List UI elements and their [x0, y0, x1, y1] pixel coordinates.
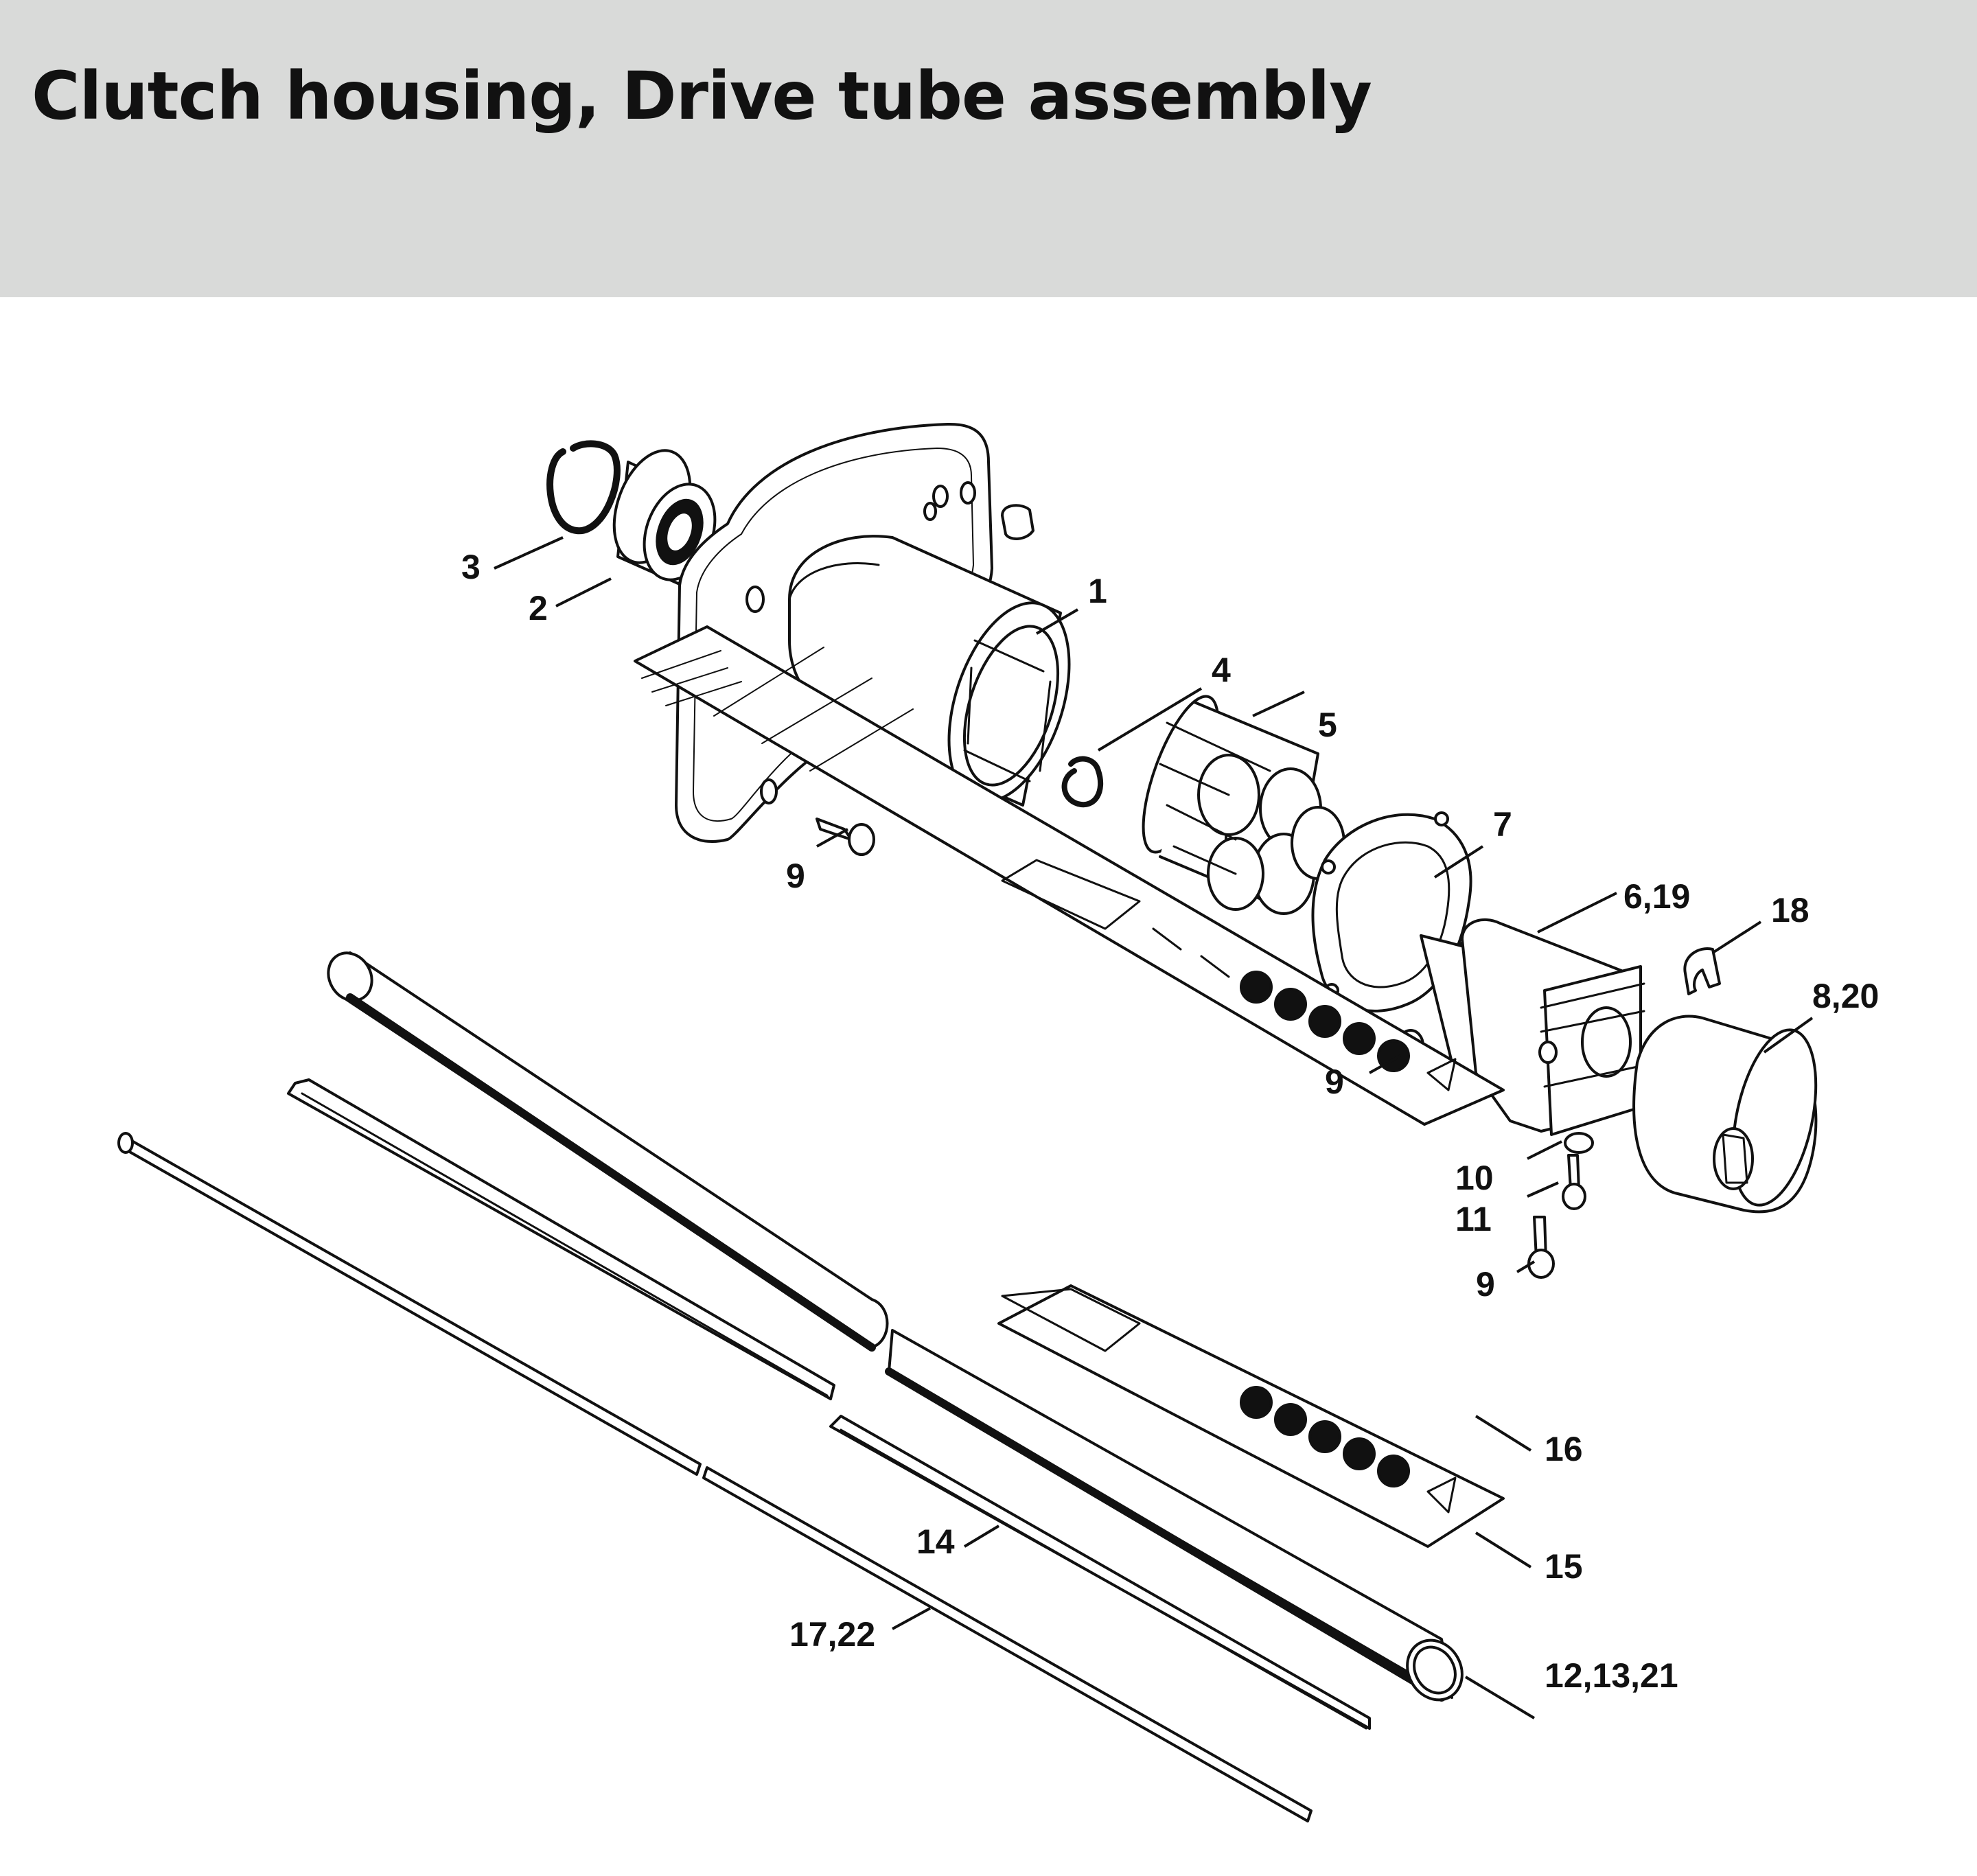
callout-6-19: 6,19 — [1623, 877, 1690, 916]
screw-part-11 — [1562, 1154, 1586, 1210]
washer-part-10 — [1564, 1132, 1594, 1154]
callout-labels: 1 2 3 4 5 7 6,19 18 8,20 9 9 9 10 11 16 … — [461, 548, 1879, 1695]
drive-shaft-part-17-22 — [117, 1132, 1313, 1822]
callout-7: 7 — [1493, 805, 1512, 844]
clamp-housing-part-6-19 — [1420, 918, 1645, 1136]
clutch-housing-part-1 — [675, 422, 1071, 843]
callout-3: 3 — [461, 548, 481, 586]
callout-11: 11 — [1455, 1200, 1492, 1238]
callout-9-middle: 9 — [1325, 1063, 1344, 1101]
callout-1: 1 — [1088, 572, 1107, 610]
callout-14: 14 — [916, 1522, 955, 1561]
circlip-part-4 — [1061, 756, 1104, 808]
callout-10: 10 — [1455, 1159, 1494, 1197]
header-band: Clutch housing, Drive tube assembly — [0, 0, 1977, 297]
callout-15: 15 — [1545, 1547, 1583, 1586]
callout-17-22: 17,22 — [789, 1615, 875, 1654]
clip-part-18 — [1683, 947, 1721, 995]
callout-5: 5 — [1318, 706, 1337, 744]
diagram-canvas: 1 2 3 4 5 7 6,19 18 8,20 9 9 9 10 11 16 … — [117, 422, 1879, 1822]
page-title: Clutch housing, Drive tube assembly — [32, 58, 1372, 135]
label-part-16 — [634, 625, 1505, 1126]
exploded-parts-diagram: 1 2 3 4 5 7 6,19 18 8,20 9 9 9 10 11 16 … — [0, 297, 1977, 1873]
damper-part-5 — [1142, 695, 1345, 915]
ball-bearing-part-2 — [612, 449, 717, 586]
callout-9-upper: 9 — [786, 857, 805, 895]
callout-9-lower: 9 — [1476, 1265, 1495, 1304]
drive-tube-part-12-13-21 — [327, 951, 1464, 1702]
screw-part-9-c — [1527, 1216, 1555, 1279]
callout-18: 18 — [1771, 891, 1810, 929]
cover-part-8-20 — [1632, 1015, 1818, 1214]
screw-part-9-a — [816, 818, 875, 856]
callout-16: 16 — [1545, 1430, 1583, 1468]
callout-4: 4 — [1212, 651, 1231, 689]
leader-lines — [494, 536, 1814, 1719]
liner-part-14 — [287, 1078, 1371, 1730]
callout-8-20: 8,20 — [1812, 977, 1879, 1015]
callout-2: 2 — [529, 589, 548, 627]
label-part-15 — [997, 1284, 1505, 1548]
retaining-ring-part-3 — [546, 440, 621, 535]
callout-12-13-21: 12,13,21 — [1545, 1656, 1678, 1695]
